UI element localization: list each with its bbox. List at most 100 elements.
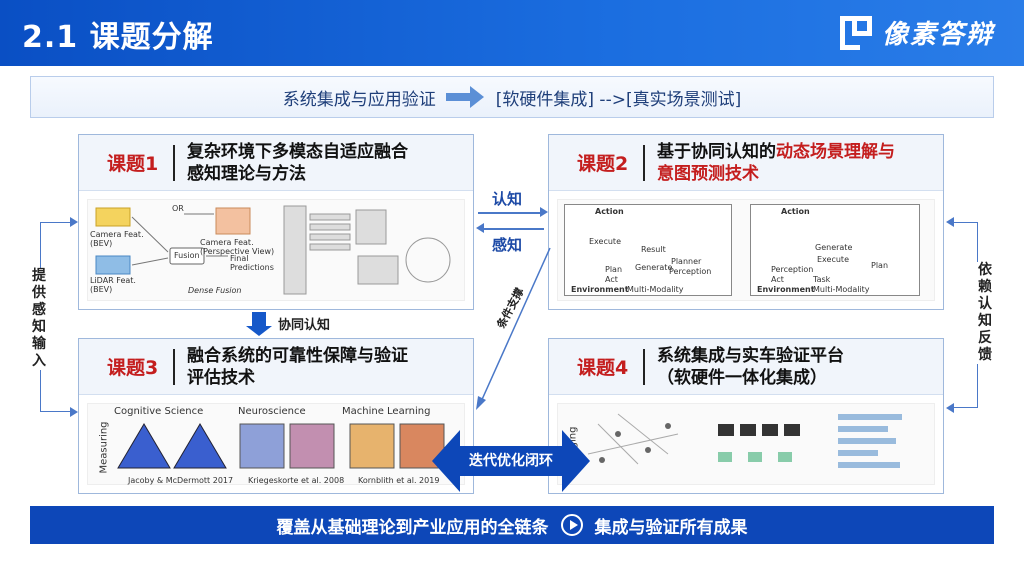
label-task: Task bbox=[813, 275, 831, 284]
panel-header: 课题1 复杂环境下多模态自适应融合 感知理论与方法 bbox=[79, 135, 473, 191]
topic-title-line1: 复杂环境下多模态自适应融合 bbox=[187, 142, 408, 162]
arrow-right-icon bbox=[70, 217, 78, 227]
topic-title-line1: 基于协同认知的动态场景理解与 bbox=[657, 141, 895, 163]
agent-diagram-2: Action Generate Execute Plan Perception … bbox=[750, 204, 920, 296]
arrow-down-icon bbox=[246, 312, 272, 336]
label-execute: Execute bbox=[589, 237, 621, 246]
label-plan: Plan bbox=[871, 261, 889, 270]
panel-header: 课题4 系统集成与实车验证平台 （软硬件一体化集成） bbox=[549, 339, 943, 395]
title-plain: 基于协同认知的 bbox=[657, 142, 776, 162]
cognition-figure: Action Execute Result Plan Planner Gener… bbox=[557, 199, 935, 301]
connector-line bbox=[482, 228, 544, 230]
topic-title-line1: 系统集成与实车验证平台 bbox=[657, 346, 844, 366]
banner-right-text: [软硬件集成] -->[真实场景测试] bbox=[495, 89, 742, 110]
topic-title-line2: （软硬件一体化集成） bbox=[657, 368, 827, 388]
label-act: Act bbox=[605, 275, 618, 284]
footer-right-text: 集成与验证所有成果 bbox=[594, 517, 748, 538]
topic-title: 复杂环境下多模态自适应融合 感知理论与方法 bbox=[187, 141, 408, 185]
label-camera-bev: Camera Feat. (BEV) bbox=[90, 230, 144, 248]
topic-title: 融合系统的可靠性保障与验证 评估技术 bbox=[187, 345, 408, 389]
label-perception: 感知 bbox=[492, 236, 523, 254]
banner-left-text: 系统集成与应用验证 bbox=[282, 89, 436, 110]
label-or: OR bbox=[172, 204, 184, 213]
footer-banner: 覆盖从基础理论到产业应用的全链条 集成与验证所有成果 bbox=[30, 506, 994, 544]
label-neuroscience: Neuroscience bbox=[238, 406, 306, 417]
label-machine-learning: Machine Learning bbox=[342, 406, 431, 417]
fusion-diagram bbox=[95, 205, 451, 295]
logo-text: 像素答辩 bbox=[881, 20, 994, 50]
topic-number: 课题4 bbox=[577, 357, 629, 379]
iteration-loop-arrow: 迭代优化闭环 bbox=[432, 430, 590, 492]
summary-banner: 系统集成与应用验证 [软硬件集成] -->[真实场景测试] bbox=[30, 76, 994, 118]
agent-diagram-1: Action Execute Result Plan Planner Gener… bbox=[564, 204, 732, 296]
arrow-left-icon bbox=[432, 430, 460, 492]
arrow-right-icon bbox=[70, 407, 78, 417]
label-dense-fusion: Dense Fusion bbox=[188, 286, 242, 295]
divider bbox=[173, 349, 175, 385]
topic-title: 系统集成与实车验证平台 （软硬件一体化集成） bbox=[657, 345, 844, 389]
label-act: Act bbox=[771, 275, 784, 284]
bridging-figure: Bridging bbox=[557, 403, 935, 485]
panel-topic-3: 课题3 融合系统的可靠性保障与验证 评估技术 Measuring Cogniti… bbox=[78, 338, 474, 494]
label-perception: Perception bbox=[771, 265, 814, 274]
divider bbox=[643, 145, 645, 181]
label-action: Action bbox=[781, 207, 810, 216]
label-final-predictions: Final Predictions bbox=[230, 254, 274, 272]
label-iteration-loop: 迭代优化闭环 bbox=[458, 446, 564, 476]
divider bbox=[173, 145, 175, 181]
footer-left-text: 覆盖从基础理论到产业应用的全链条 bbox=[276, 517, 549, 538]
topic-number: 课题2 bbox=[577, 153, 629, 175]
header-bar: 2.1 课题分解 像素答辩 bbox=[0, 0, 1024, 66]
measuring-figure: Measuring Cognitive Science Neuroscience… bbox=[87, 403, 465, 485]
connector-line bbox=[478, 212, 544, 214]
citation-2: Kriegeskorte et al. 2008 bbox=[248, 476, 345, 485]
divider bbox=[643, 349, 645, 385]
citation-1: Jacoby & McDermott 2017 bbox=[128, 476, 234, 485]
label-multimodality: Multi-Modality bbox=[813, 285, 870, 294]
logo-icon bbox=[839, 15, 874, 50]
topic-title-line2: 评估技术 bbox=[187, 368, 255, 388]
arrow-left-icon bbox=[476, 223, 484, 233]
label-fusion: Fusion bbox=[174, 251, 200, 260]
topic-title-line2: 感知理论与方法 bbox=[187, 164, 306, 184]
fusion-figure: Camera Feat. (BEV) OR Camera Feat. (Pers… bbox=[87, 199, 465, 301]
label-cognition: 认知 bbox=[492, 190, 523, 208]
feedback-bracket-right bbox=[954, 222, 978, 408]
title-highlight: 动态场景理解与 bbox=[776, 142, 895, 162]
label-collab-cognition: 协同认知 bbox=[278, 318, 331, 333]
support-arrow bbox=[476, 247, 551, 410]
label-generate: Generate bbox=[815, 243, 853, 252]
label-lidar-bev: LiDAR Feat. (BEV) bbox=[90, 276, 136, 294]
arrow-left-icon bbox=[946, 217, 954, 227]
label-camera-persp: Camera Feat. (Perspective View) bbox=[200, 238, 275, 256]
label-multimodality: Multi-Modality bbox=[627, 285, 684, 294]
label-result: Result bbox=[641, 245, 666, 254]
label-execute: Execute bbox=[817, 255, 849, 264]
topic-number: 课题1 bbox=[107, 153, 159, 175]
label-environment: Environment bbox=[571, 285, 629, 294]
arrow-left-icon bbox=[946, 403, 954, 413]
side-label-right: 依赖认知反馈 bbox=[976, 262, 994, 364]
logo: 像素答辩 bbox=[839, 14, 994, 51]
topic-title-line2: 意图预测技术 bbox=[657, 164, 759, 184]
panel-header: 课题3 融合系统的可靠性保障与验证 评估技术 bbox=[79, 339, 473, 395]
panel-topic-1: 课题1 复杂环境下多模态自适应融合 感知理论与方法 bbox=[78, 134, 474, 310]
panel-header: 课题2 基于协同认知的动态场景理解与 意图预测技术 bbox=[549, 135, 943, 191]
bridging-plots bbox=[587, 413, 902, 468]
topic-number: 课题3 bbox=[107, 357, 159, 379]
circle-arrow-icon bbox=[560, 514, 583, 536]
topic-title: 基于协同认知的动态场景理解与 意图预测技术 bbox=[657, 141, 895, 185]
label-cognitive-science: Cognitive Science bbox=[114, 406, 204, 417]
citation-3: Kornblith et al. 2019 bbox=[358, 476, 440, 485]
page-title: 2.1 课题分解 bbox=[22, 20, 214, 55]
topic-title-line1: 融合系统的可靠性保障与验证 bbox=[187, 346, 408, 366]
label-environment: Environment bbox=[757, 285, 815, 294]
label-planner: Planner bbox=[671, 257, 702, 266]
panel-topic-4: 课题4 系统集成与实车验证平台 （软硬件一体化集成） Bridging bbox=[548, 338, 944, 494]
label-action: Action bbox=[595, 207, 624, 216]
panel-topic-2: 课题2 基于协同认知的动态场景理解与 意图预测技术 Action Execute… bbox=[548, 134, 944, 310]
label-plan: Plan bbox=[605, 265, 623, 274]
arrow-right-icon bbox=[562, 430, 590, 492]
label-perception: Perception bbox=[669, 267, 712, 276]
arrow-right-icon bbox=[540, 207, 548, 217]
